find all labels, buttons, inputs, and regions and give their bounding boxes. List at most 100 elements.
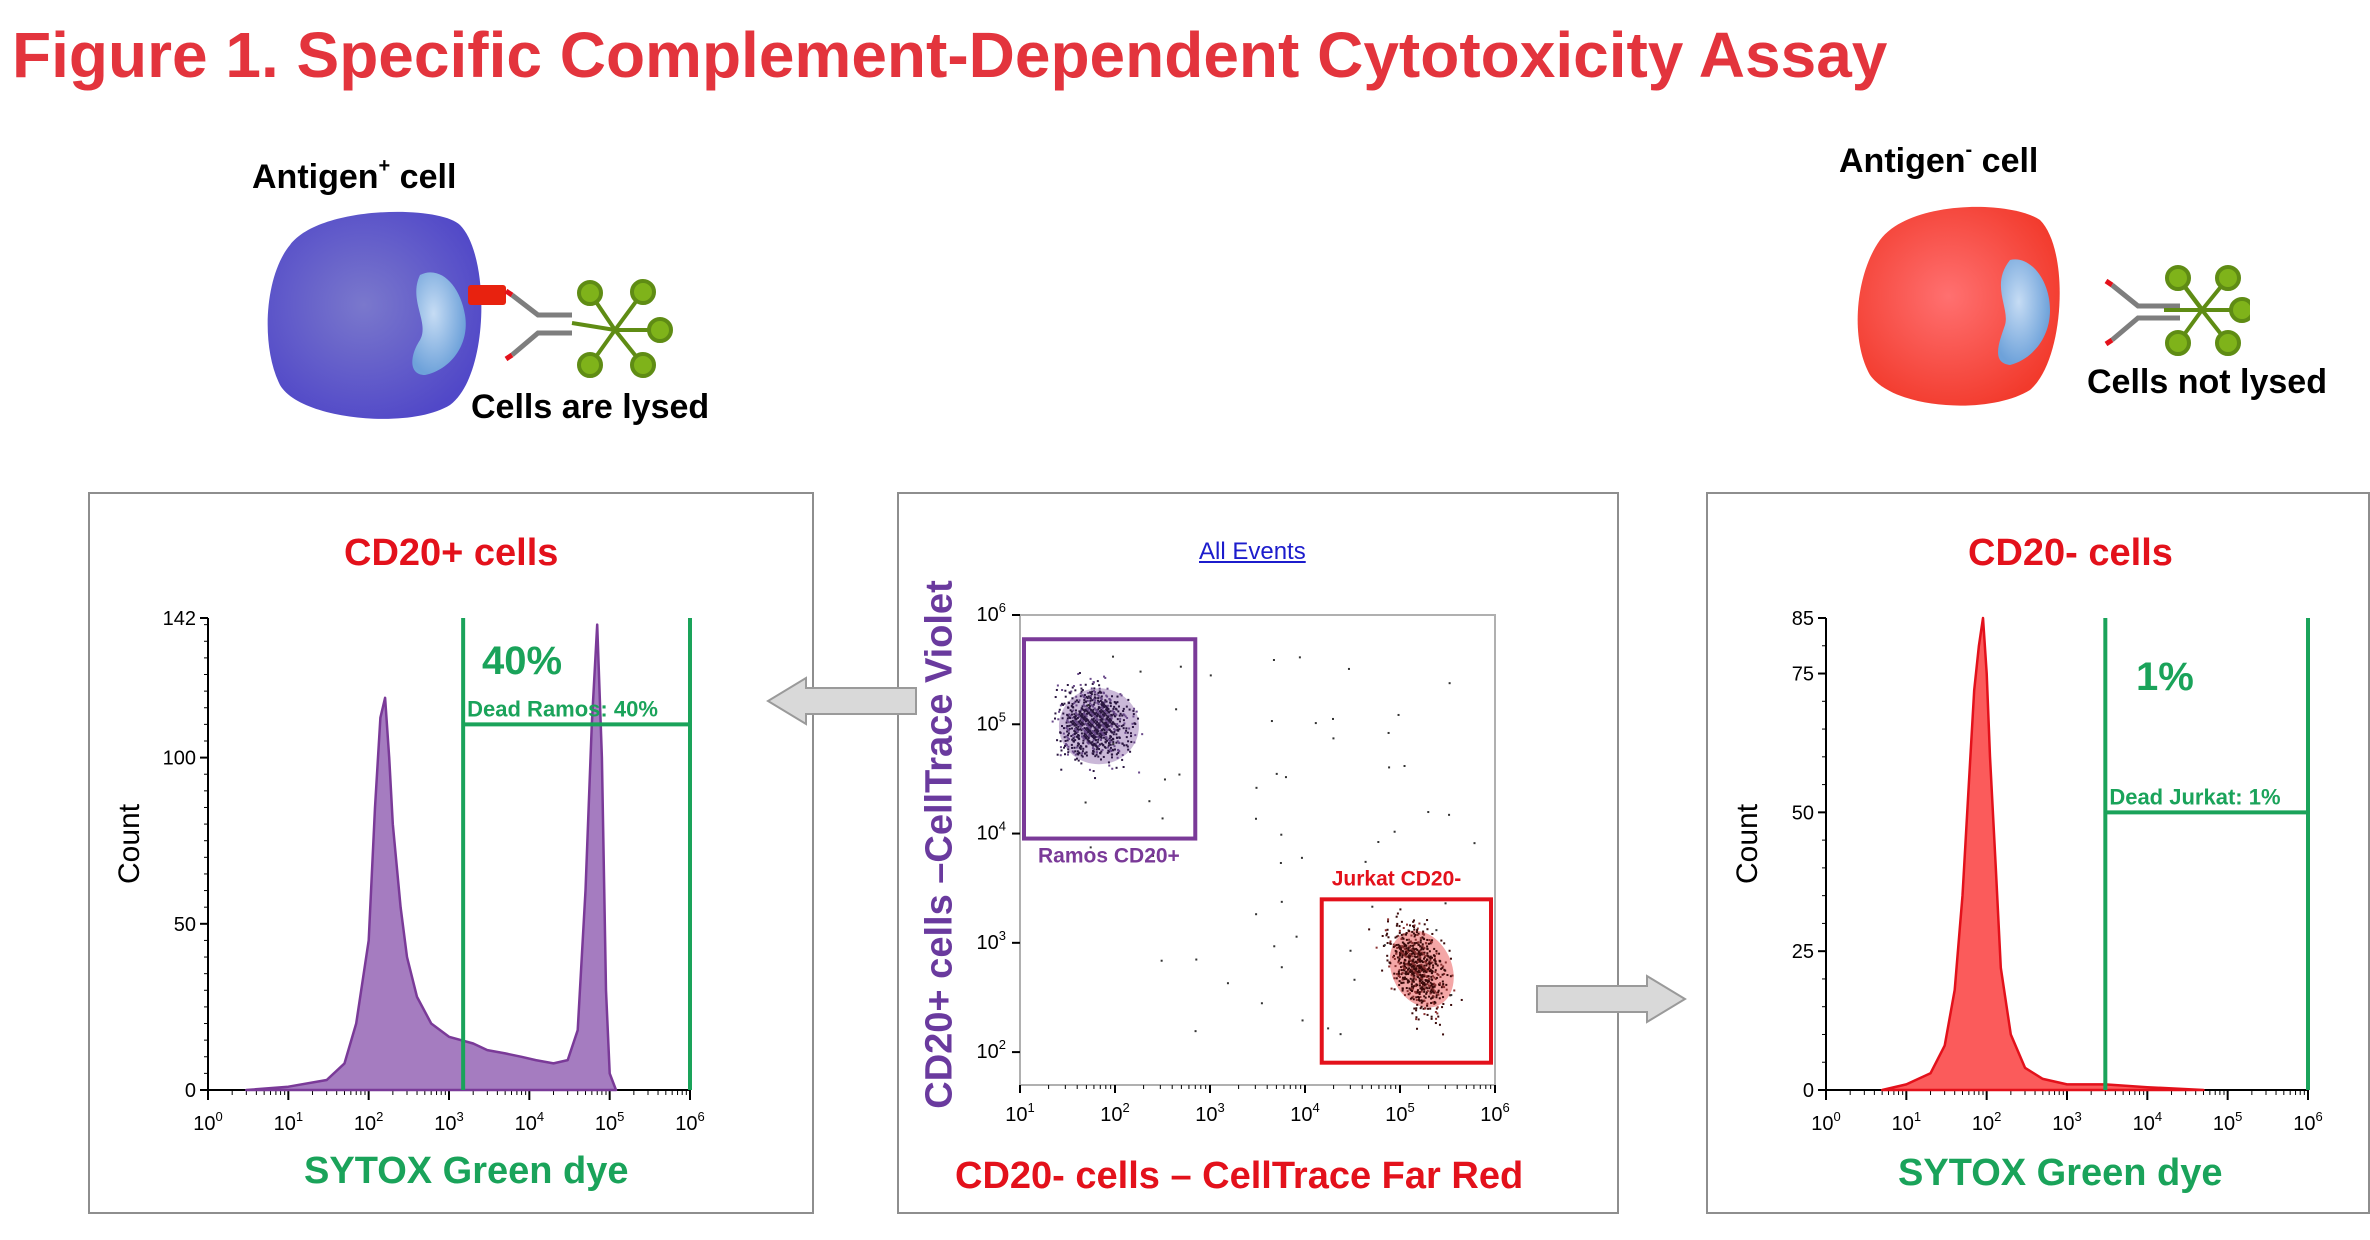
event-point xyxy=(1118,728,1121,731)
event-point xyxy=(1112,743,1115,746)
event-point xyxy=(1104,710,1107,713)
event-point xyxy=(1102,755,1105,758)
event-point xyxy=(1060,768,1063,771)
event-point xyxy=(1097,755,1100,758)
event-point xyxy=(1112,713,1115,716)
event-point xyxy=(1421,936,1424,939)
event-point xyxy=(1417,1018,1420,1021)
event-point xyxy=(1408,956,1411,959)
event-point xyxy=(1414,984,1417,987)
event-point xyxy=(1403,942,1406,945)
event-point xyxy=(1082,719,1085,722)
event-point xyxy=(1072,706,1075,709)
event-point xyxy=(1104,741,1107,744)
event-point xyxy=(1160,959,1163,962)
y-tick-label: 25 xyxy=(1792,941,1814,963)
event-point xyxy=(1415,999,1418,1002)
event-point xyxy=(1119,717,1122,720)
event-point xyxy=(1451,974,1454,977)
event-point xyxy=(1409,960,1412,963)
y-tick-label: 50 xyxy=(174,914,196,936)
event-point xyxy=(1255,786,1258,789)
event-point xyxy=(1408,960,1411,963)
event-point xyxy=(1083,701,1086,704)
event-point xyxy=(1085,715,1088,718)
event-point xyxy=(1135,710,1138,713)
x-tick-label: 106 xyxy=(2293,1109,2322,1130)
event-point xyxy=(1089,697,1092,700)
event-point xyxy=(1414,938,1417,941)
event-point xyxy=(1089,727,1092,730)
event-point xyxy=(1106,751,1109,754)
event-point xyxy=(1092,725,1095,728)
event-point xyxy=(1083,734,1086,737)
event-point xyxy=(1097,708,1100,711)
event-point xyxy=(1423,960,1426,963)
event-point xyxy=(1066,714,1069,717)
event-point xyxy=(1097,738,1100,741)
event-point xyxy=(1089,733,1092,736)
event-point xyxy=(1076,744,1079,747)
event-point xyxy=(1111,737,1114,740)
event-point xyxy=(1427,975,1430,978)
event-point xyxy=(1416,964,1419,967)
event-point xyxy=(1392,943,1395,946)
event-point xyxy=(1093,729,1096,732)
event-point xyxy=(1392,956,1395,959)
event-point xyxy=(1428,967,1431,970)
event-point xyxy=(1397,970,1400,973)
event-point xyxy=(1128,708,1131,711)
event-point xyxy=(1395,950,1398,953)
event-point xyxy=(1092,736,1095,739)
event-point xyxy=(1074,700,1077,703)
event-point xyxy=(1426,981,1429,984)
event-point xyxy=(1078,710,1081,713)
event-point xyxy=(1097,703,1100,706)
event-point xyxy=(1448,949,1451,952)
event-point xyxy=(1129,732,1132,735)
event-point xyxy=(1417,950,1420,953)
event-point xyxy=(1411,955,1414,958)
event-point xyxy=(1439,982,1442,985)
event-point xyxy=(1078,737,1081,740)
event-point xyxy=(1091,723,1094,726)
event-point xyxy=(1420,976,1423,979)
event-point xyxy=(1066,734,1069,737)
event-point xyxy=(1122,727,1125,730)
event-point xyxy=(1416,972,1419,975)
event-point xyxy=(1441,966,1444,969)
event-point xyxy=(1405,949,1408,952)
event-point xyxy=(1419,995,1422,998)
all-events-link[interactable]: All Events xyxy=(1199,538,1306,565)
event-point xyxy=(1439,976,1442,979)
event-point xyxy=(1094,691,1097,694)
event-point xyxy=(1395,935,1398,938)
event-point xyxy=(1122,766,1125,769)
event-point xyxy=(1109,705,1112,708)
event-point xyxy=(1408,938,1411,941)
event-point xyxy=(1404,954,1407,957)
event-point xyxy=(1100,720,1103,723)
event-point xyxy=(1426,987,1429,990)
event-point xyxy=(1407,993,1410,996)
nucleus xyxy=(412,272,466,375)
event-point xyxy=(1069,692,1072,695)
event-point xyxy=(1416,955,1419,958)
event-point xyxy=(1426,968,1429,971)
event-point xyxy=(1398,969,1401,972)
event-point xyxy=(1424,942,1427,945)
event-point xyxy=(1100,714,1103,717)
event-point xyxy=(1066,730,1069,733)
panel-center-ylabel: CD20+ cells –CellTrace Violet xyxy=(918,580,961,1109)
event-point xyxy=(1099,691,1102,694)
event-point xyxy=(1109,715,1112,718)
event-point xyxy=(1393,972,1396,975)
event-point xyxy=(1430,984,1433,987)
event-point xyxy=(1081,755,1084,758)
event-point xyxy=(1411,1012,1414,1015)
event-point xyxy=(1077,723,1080,726)
event-point xyxy=(1428,950,1431,953)
event-point xyxy=(1435,1017,1438,1020)
event-point xyxy=(1429,990,1432,993)
